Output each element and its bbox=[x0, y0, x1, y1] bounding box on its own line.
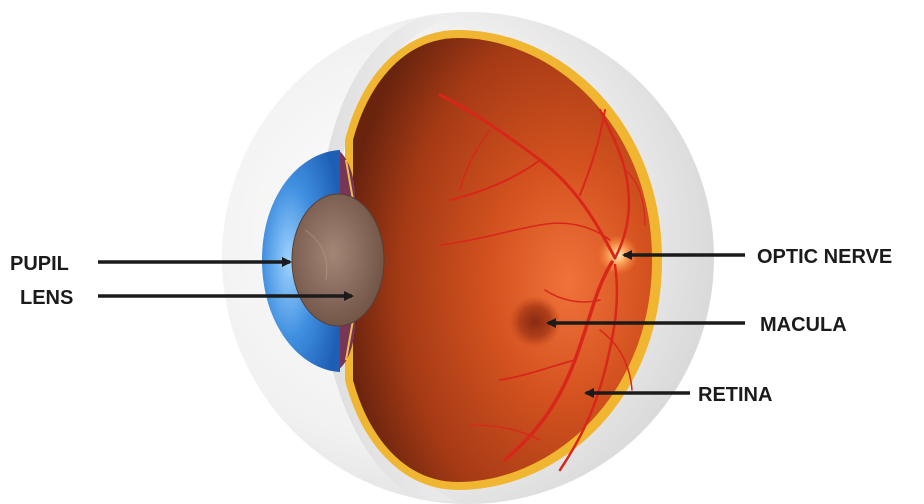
label-macula: MACULA bbox=[760, 314, 847, 336]
label-pupil: PUPIL bbox=[10, 253, 69, 275]
label-lens: LENS bbox=[20, 287, 73, 309]
label-optic-nerve: OPTIC NERVE bbox=[757, 246, 892, 268]
lens bbox=[292, 194, 384, 326]
label-retina: RETINA bbox=[698, 384, 772, 406]
